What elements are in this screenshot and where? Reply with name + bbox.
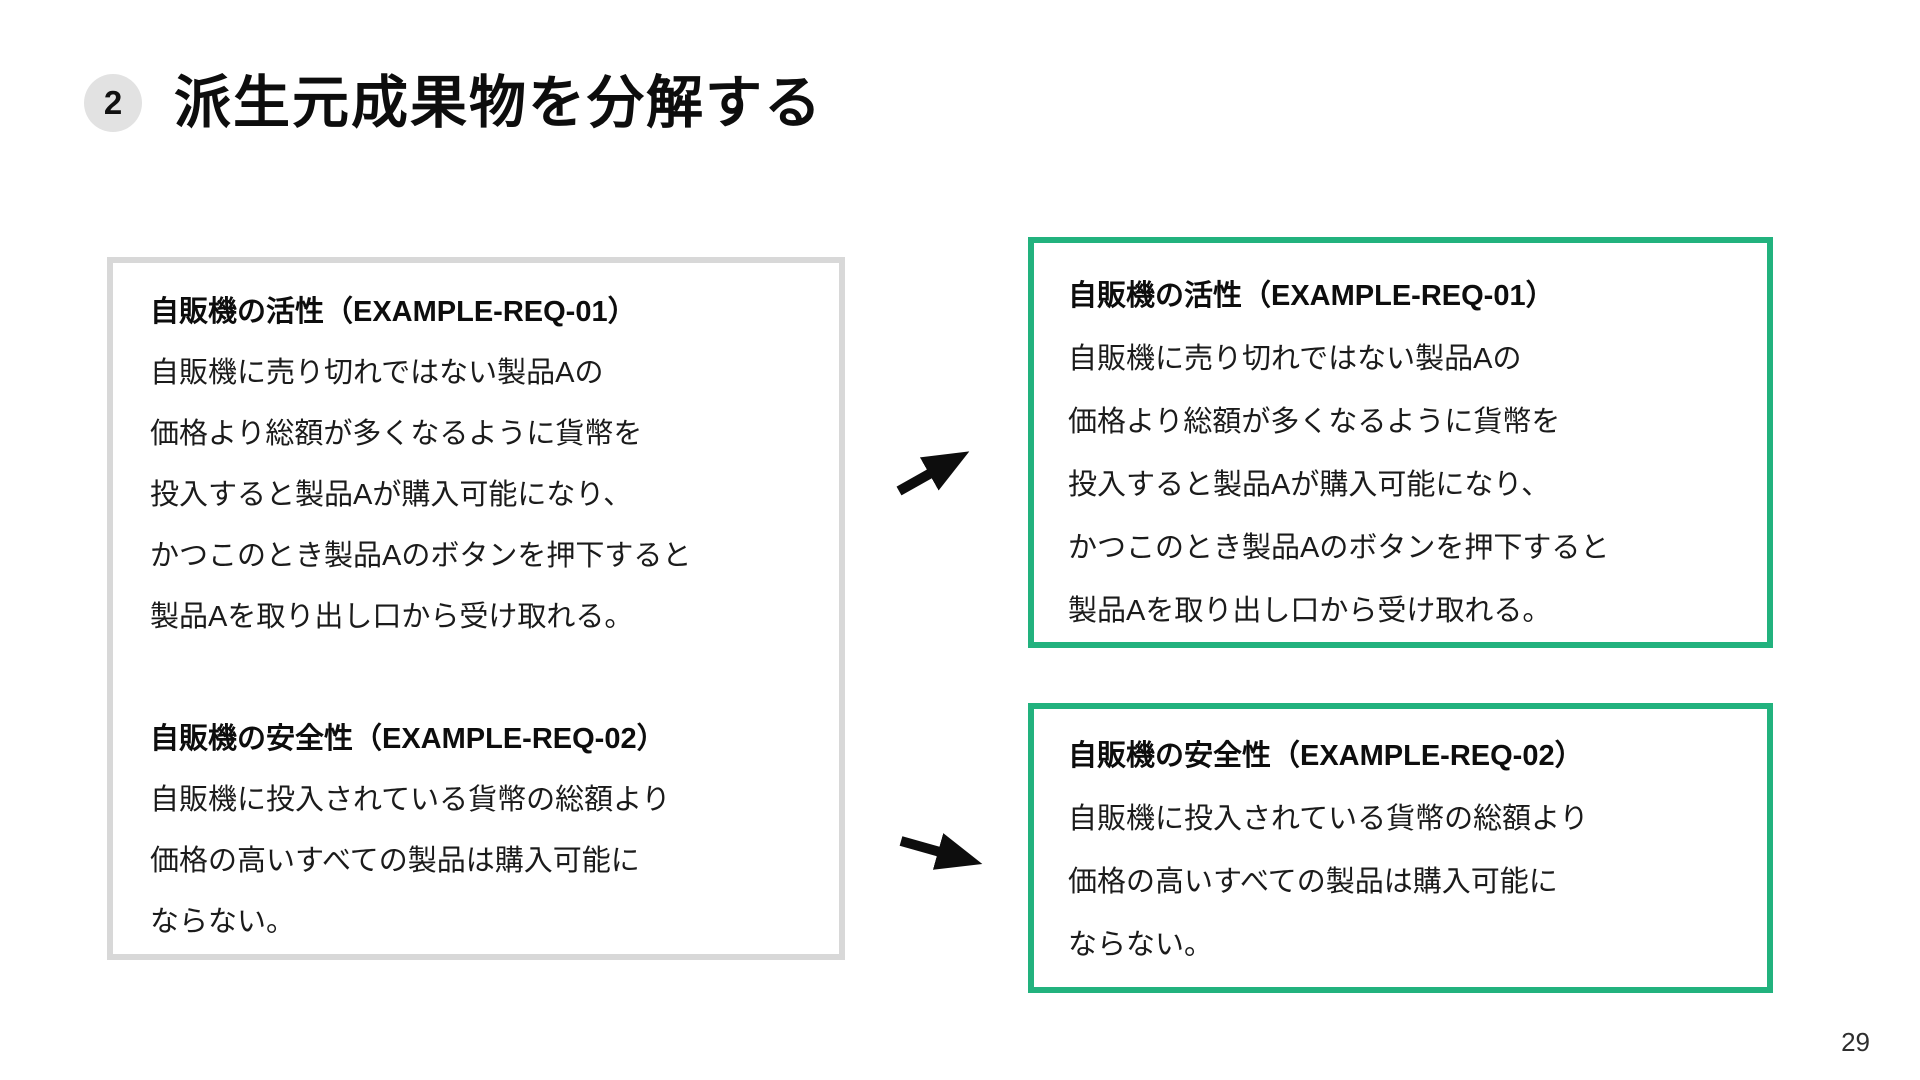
requirement-line: 自販機に投入されている貨幣の総額より	[150, 784, 671, 816]
slide-title: 派生元成果物を分解する	[174, 71, 823, 135]
requirement-heading: 自販機の活性（EXAMPLE-REQ-01）	[150, 296, 637, 328]
title-row: 2 派生元成果物を分解する	[84, 72, 823, 135]
requirement-line: ならない。	[150, 906, 296, 938]
derived-requirement-box-2: 自販機の安全性（EXAMPLE-REQ-02） 自販機に投入されている貨幣の総額…	[1028, 703, 1773, 993]
requirement-line: 価格より総額が多くなるように貨幣を	[1068, 406, 1561, 438]
requirement-heading: 自販機の安全性（EXAMPLE-REQ-02）	[1068, 740, 1584, 772]
derived-requirement-box-1: 自販機の活性（EXAMPLE-REQ-01） 自販機に売り切れではない製品Aの …	[1028, 237, 1773, 648]
requirement-heading: 自販機の活性（EXAMPLE-REQ-01）	[1068, 280, 1555, 312]
requirement-line: 製品Aを取り出し口から受け取れる。	[1068, 595, 1552, 627]
requirement-line: ならない。	[1068, 929, 1214, 961]
source-requirement-1: 自販機の活性（EXAMPLE-REQ-01） 自販機に売り切れではない製品Aの …	[150, 282, 809, 648]
source-artifact-box: 自販機の活性（EXAMPLE-REQ-01） 自販機に売り切れではない製品Aの …	[107, 257, 845, 960]
page-number: 29	[1841, 1027, 1870, 1057]
requirement-line: 自販機に売り切れではない製品Aの	[150, 357, 604, 389]
arrow-icon-2	[899, 833, 983, 870]
step-number-badge: 2	[84, 74, 142, 133]
requirement-heading: 自販機の安全性（EXAMPLE-REQ-02）	[150, 723, 666, 755]
requirement-line: 自販機に売り切れではない製品Aの	[1068, 343, 1522, 375]
requirement-line: かつこのとき製品Aのボタンを押下すると	[150, 540, 692, 572]
requirement-line: 自販機に投入されている貨幣の総額より	[1068, 803, 1589, 835]
requirement-line: 製品Aを取り出し口から受け取れる。	[150, 601, 634, 633]
requirement-line: 投入すると製品Aが購入可能になり、	[150, 479, 633, 511]
requirement-line: 価格の高いすべての製品は購入可能に	[150, 845, 640, 877]
arrow-icon-1	[896, 451, 970, 496]
requirement-line: 価格の高いすべての製品は購入可能に	[1068, 866, 1558, 898]
source-requirement-2: 自販機の安全性（EXAMPLE-REQ-02） 自販機に投入されている貨幣の総額…	[150, 709, 809, 953]
requirement-line: 価格より総額が多くなるように貨幣を	[150, 418, 643, 450]
requirement-line: 投入すると製品Aが購入可能になり、	[1068, 469, 1551, 501]
requirement-line: かつこのとき製品Aのボタンを押下すると	[1068, 532, 1610, 564]
